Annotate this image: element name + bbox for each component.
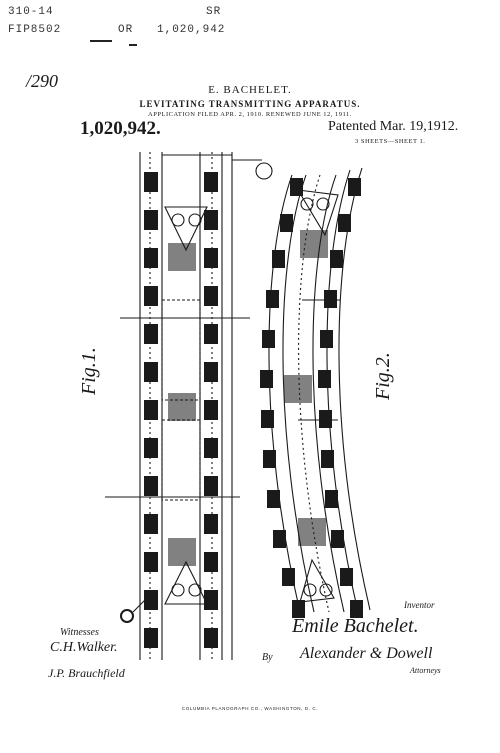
- doc-code-right: SR: [206, 6, 222, 18]
- reference-number: 1,020,942: [157, 24, 226, 36]
- inventor-signature: Emile Bachelet.: [292, 615, 419, 637]
- witness-signature-2: J.P. Brauchfield: [48, 666, 125, 680]
- sheet-count: 3 SHEETS—SHEET 1.: [355, 138, 426, 145]
- inventor-label: Inventor: [404, 600, 435, 610]
- filing-code: FIP8502: [8, 24, 62, 36]
- attorneys-label: Attorneys: [410, 666, 441, 675]
- patent-number: 1,020,942.: [80, 118, 161, 139]
- handwritten-note: /290: [26, 71, 59, 91]
- invention-title: LEVITATING TRANSMITTING APPARATUS.: [139, 99, 361, 109]
- witnesses-label: Witnesses: [60, 627, 99, 638]
- dash-mark: [90, 40, 112, 42]
- patent-date: Patented Mar. 19,1912.: [328, 119, 459, 134]
- printer-credit: COLUMBIA PLANOGRAPH CO., WASHINGTON, D. …: [181, 706, 319, 711]
- attorney-signature: Alexander & Dowell: [300, 645, 433, 662]
- witness-signature-1: C.H.Walker.: [50, 640, 118, 655]
- application-filed: APPLICATION FILED APR. 2, 1910. RENEWED …: [148, 111, 352, 118]
- by-label: By: [262, 652, 273, 663]
- doc-code-left: 310-14: [8, 6, 54, 18]
- dash-mark-small: [129, 44, 137, 46]
- inventor-name-heading: E. BACHELET.: [208, 84, 292, 96]
- figure-2-label: Fig.2.: [372, 352, 394, 400]
- fig1-track-drawing: [105, 152, 273, 660]
- figure-1-label: Fig.1.: [78, 347, 100, 395]
- or-mark: OR: [118, 24, 134, 36]
